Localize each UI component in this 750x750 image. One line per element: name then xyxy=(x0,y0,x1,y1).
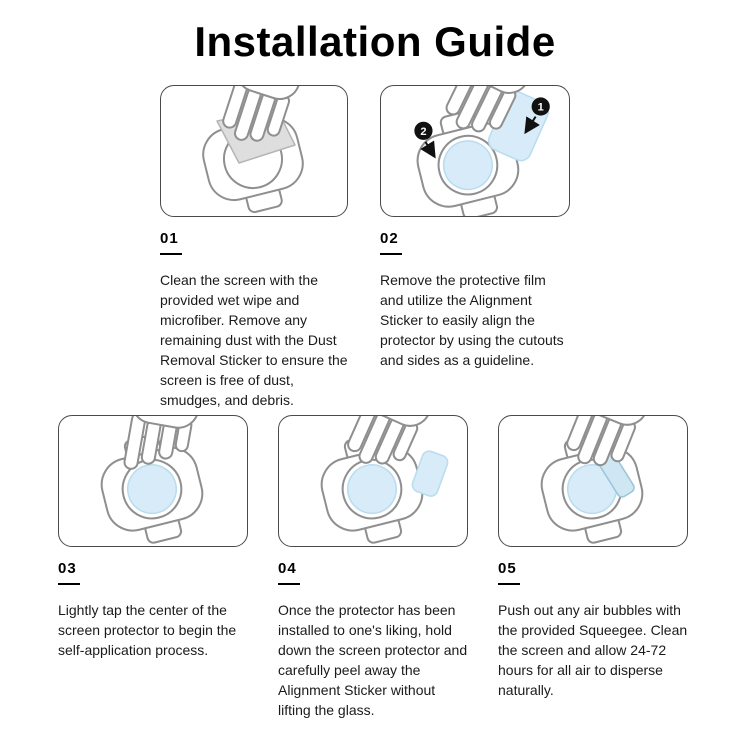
squeegee-drawing xyxy=(540,416,653,544)
page-title: Installation Guide xyxy=(194,18,556,65)
step-1-description: Clean the screen with the provided wet w… xyxy=(160,272,348,409)
step-3-number: 03 xyxy=(58,560,77,577)
step-1-underline xyxy=(160,253,182,255)
peel-sticker-drawing xyxy=(320,416,449,544)
step-1: 01 Clean the screen with the provided we… xyxy=(160,85,348,410)
step-5: 05 Push out any air bubbles with the pro… xyxy=(498,415,688,700)
svg-text:1: 1 xyxy=(538,102,544,114)
callout-1-badge: 1 xyxy=(524,97,550,135)
arrow-icon xyxy=(524,116,540,135)
step-4-number: 04 xyxy=(278,560,297,577)
step-3: 03 Lightly tap the center of the screen … xyxy=(58,415,248,660)
align-protector-drawing: 1 2 xyxy=(414,86,550,216)
step-2: 1 2 02 Remove the protective film and ut… xyxy=(380,85,570,370)
step-5-underline xyxy=(498,583,520,585)
step-3-underline xyxy=(58,583,80,585)
step-2-underline xyxy=(380,253,402,255)
step-2-description: Remove the protective film and utilize t… xyxy=(380,272,564,369)
step-4: 04 Once the protector has been installed… xyxy=(278,415,468,720)
arrow-icon xyxy=(420,140,436,159)
hand-icon xyxy=(347,416,437,465)
step-5-number: 05 xyxy=(498,560,517,577)
step-5-description: Push out any air bubbles with the provid… xyxy=(498,602,688,699)
hand-icon xyxy=(566,416,653,467)
alignment-sticker-tab xyxy=(411,450,449,497)
hand-icon xyxy=(445,86,536,133)
step-2-number: 02 xyxy=(380,230,399,247)
step-1-number: 01 xyxy=(160,230,179,247)
tap-center-drawing xyxy=(100,416,204,544)
callout-2-badge: 2 xyxy=(414,121,436,159)
step-3-description: Lightly tap the center of the screen pro… xyxy=(58,602,237,659)
step-4-illustration xyxy=(278,415,468,547)
step-1-illustration xyxy=(160,85,348,217)
step-5-illustration xyxy=(498,415,688,547)
step-4-underline xyxy=(278,583,300,585)
watch-illustration xyxy=(320,433,424,544)
svg-text:2: 2 xyxy=(420,126,426,138)
step-4-description: Once the protector has been installed to… xyxy=(278,602,468,719)
step-2-illustration: 1 2 xyxy=(380,85,570,217)
hand-icon xyxy=(123,416,202,470)
clean-screen-drawing xyxy=(202,86,305,214)
hand-icon xyxy=(222,86,305,142)
step-3-illustration xyxy=(58,415,248,547)
